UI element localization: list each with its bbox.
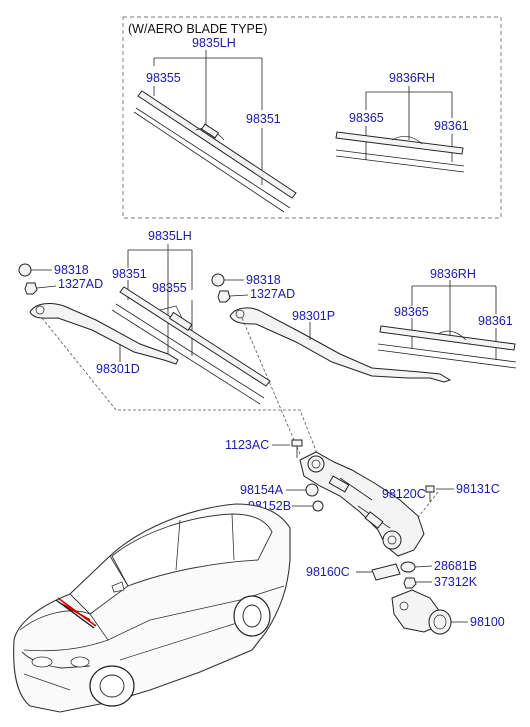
- rh-arm-label: 98301P: [292, 309, 335, 323]
- grommet-label: 28681B: [434, 559, 477, 573]
- car-illustration: [13, 503, 291, 713]
- rh-label: 9836RH: [430, 267, 476, 281]
- inset-lh-refill-label: 98351: [246, 112, 281, 126]
- linkage-label: 98120C: [382, 487, 426, 501]
- wiper-linkage: [299, 451, 425, 557]
- inset-title: (W/AERO BLADE TYPE): [128, 22, 267, 36]
- wiper-motor: [391, 589, 452, 635]
- pivot-bushing-b: [312, 500, 324, 512]
- lh-cap-label: 98318: [54, 263, 89, 277]
- inset-lh-label: 9835LH: [192, 36, 236, 50]
- inset-rh-refill-label: 98361: [434, 119, 469, 133]
- lh-label: 9835LH: [148, 229, 192, 243]
- inset-lh-blade-label: 98355: [146, 71, 181, 85]
- rh-arm-cap: [211, 273, 225, 287]
- pivot-bushing-a: [305, 483, 319, 497]
- linkage-screw: [425, 485, 435, 502]
- lh-blade-label: 98355: [152, 281, 187, 295]
- lh-wiper-blade: [111, 286, 271, 405]
- grommet: [400, 561, 416, 573]
- inset-rh-bracket: [365, 86, 453, 162]
- inset-lh-wiper-blade: [133, 90, 297, 213]
- inset-lh-bracket: [153, 50, 263, 185]
- motor-label: 98100: [470, 615, 505, 629]
- rh-nut-label: 1327AD: [250, 287, 295, 301]
- rh-arm-nut: [217, 290, 231, 303]
- lh-wiper-arm: [29, 303, 179, 365]
- lh-arm-cap: [18, 263, 32, 277]
- motor-nut: [403, 577, 417, 589]
- rh-cap-label: 98318: [246, 273, 281, 287]
- motor-nut-label: 37312K: [434, 575, 478, 589]
- mounting-bolt: [291, 439, 303, 458]
- bolt-label: 1123AC: [225, 438, 269, 452]
- lh-bracket: [127, 244, 193, 360]
- motor-bracket: [371, 563, 401, 581]
- lh-refill-label: 98351: [112, 267, 147, 281]
- inset-rh-wiper-blade: [335, 131, 465, 173]
- rh-refill-label: 98361: [478, 314, 513, 328]
- lh-arm-nut: [24, 282, 38, 295]
- rh-wiper-blade: [377, 325, 517, 369]
- lh-arm-label: 98301D: [96, 362, 140, 376]
- lh-arm-leader: [41, 317, 323, 467]
- aero-blade-inset-box: [122, 16, 502, 219]
- rh-wiper-arm: [229, 307, 452, 383]
- screw-label: 98131C: [456, 482, 500, 496]
- lh-nut-label: 1327AD: [58, 277, 103, 291]
- bracket-label: 98160C: [306, 565, 350, 579]
- pivot-a-label: 98154A: [240, 483, 284, 497]
- inset-rh-blade-label: 98365: [349, 111, 384, 125]
- rh-blade-label: 98365: [394, 305, 429, 319]
- inset-rh-label: 9836RH: [389, 71, 435, 85]
